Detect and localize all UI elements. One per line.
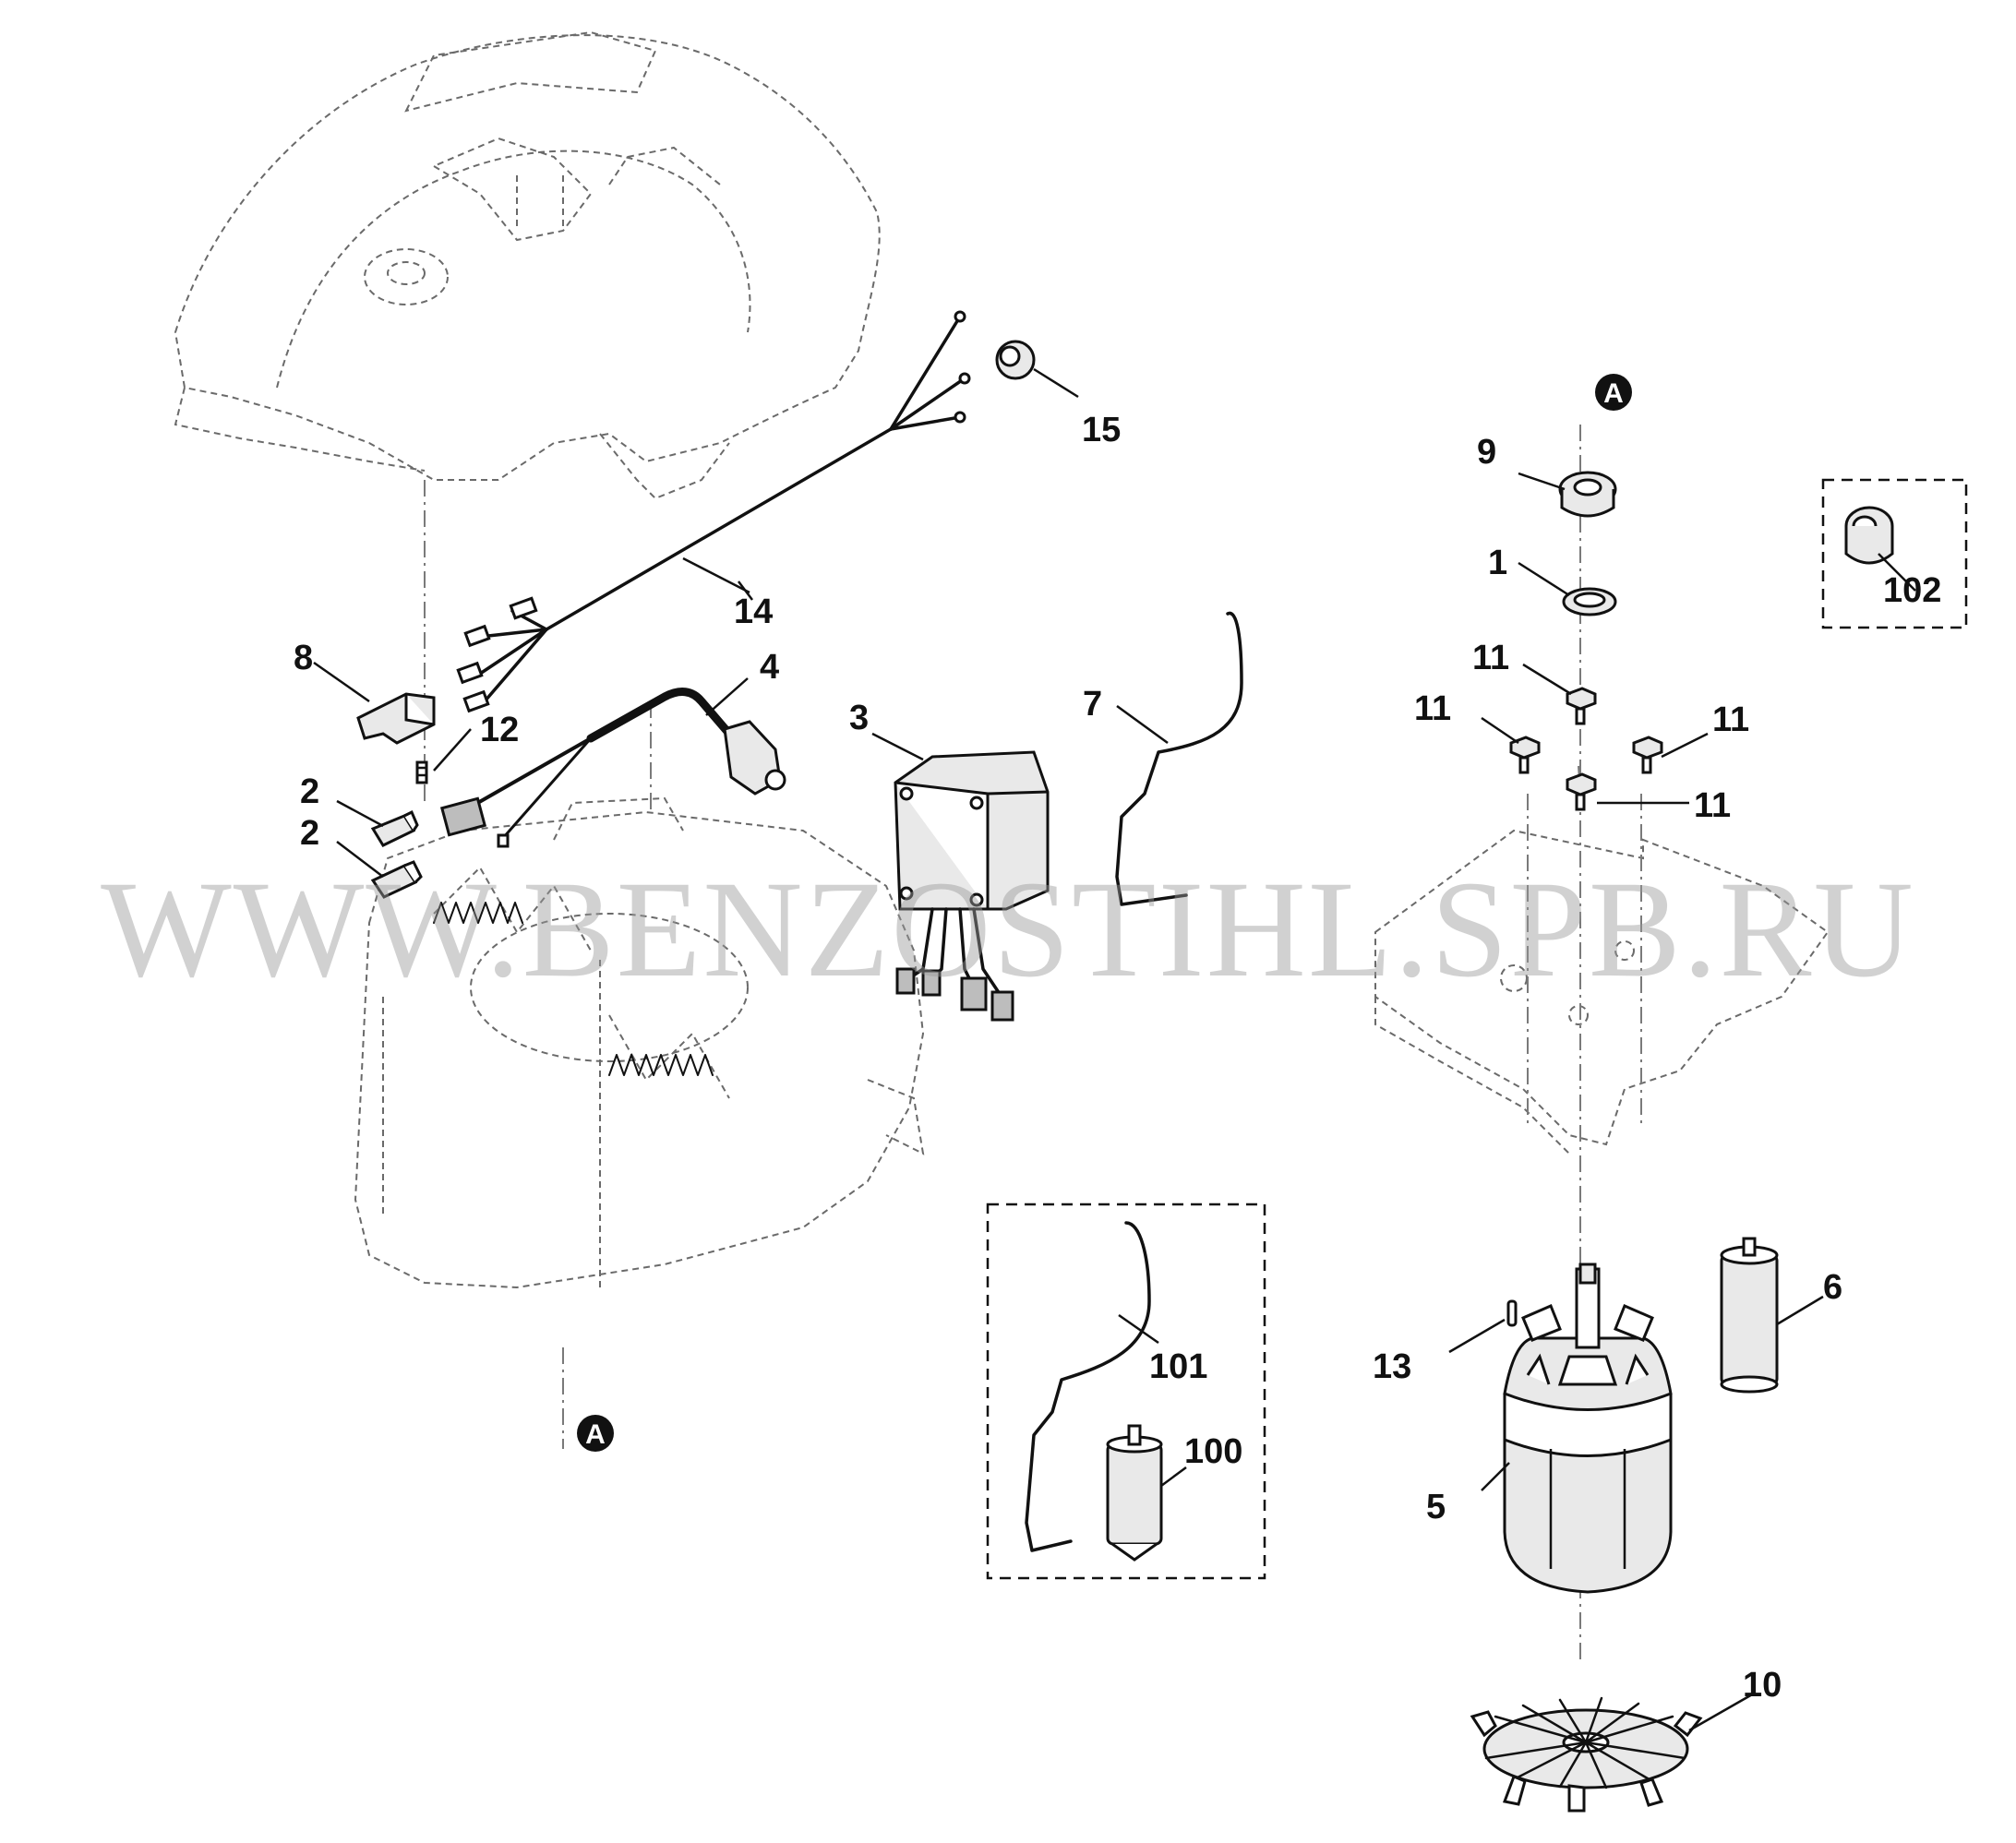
callout-15: 15 <box>1082 411 1121 449</box>
housing-fins <box>433 902 714 1076</box>
callout-9: 9 <box>1477 433 1496 472</box>
leader-lines <box>313 367 1916 1732</box>
part-13-pin <box>1506 1299 1518 1327</box>
part-4-power-cable <box>439 688 786 848</box>
part-11-bolt-d <box>1566 772 1597 811</box>
part-11-bolt-a <box>1566 687 1597 725</box>
reference-marker-a-bottom: A <box>577 1415 614 1452</box>
callout-12: 12 <box>480 711 519 749</box>
group-box-102 <box>1821 478 1968 629</box>
callout-11b: 11 <box>1414 689 1451 728</box>
callout-3: 3 <box>849 699 869 737</box>
part-11-bolt-b <box>1509 736 1541 774</box>
callout-11a: 11 <box>1472 639 1509 677</box>
callout-11d: 11 <box>1694 786 1731 825</box>
callout-5: 5 <box>1426 1488 1446 1526</box>
part-11-bolt-c <box>1632 736 1663 774</box>
callout-numbers: 15 14 8 4 12 2 2 3 7 9 1 11 11 11 11 102… <box>294 411 1941 1705</box>
callout-100: 100 <box>1184 1432 1242 1471</box>
reference-marker-a-top: A <box>1595 374 1632 411</box>
callout-2b: 2 <box>300 814 319 853</box>
part-102-bushing <box>1844 506 1894 565</box>
callout-8: 8 <box>294 639 313 677</box>
callout-4: 4 <box>760 648 779 687</box>
svg-text:A: A <box>1603 378 1624 409</box>
callout-13: 13 <box>1373 1347 1411 1386</box>
callout-1: 1 <box>1488 544 1507 582</box>
callout-10: 10 <box>1743 1666 1782 1705</box>
callout-102: 102 <box>1883 571 1941 610</box>
part-5-motor <box>1503 1263 1673 1594</box>
housing-cover-ghost <box>174 30 881 500</box>
part-12-screw <box>415 760 428 784</box>
part-100-capacitor <box>1106 1424 1163 1562</box>
callout-2a: 2 <box>300 772 319 811</box>
part-15-bushing <box>995 340 1036 380</box>
part-8-bracket <box>356 692 436 745</box>
watermark: WWW.BENZOSTIHL.SPB.RU <box>101 853 1915 1006</box>
part-101-wire-bracket <box>1025 1221 1151 1552</box>
part-10-fan <box>1470 1696 1703 1813</box>
axis-lines <box>424 425 1642 1661</box>
part-14-wiring-harness <box>456 310 971 713</box>
group-box-100-101 <box>986 1203 1266 1580</box>
part-2-switch-a <box>370 809 419 847</box>
part-9-bushing <box>1558 471 1617 518</box>
callout-11c: 11 <box>1712 700 1749 739</box>
part-6-capacitor <box>1720 1237 1779 1394</box>
callout-6: 6 <box>1823 1268 1842 1307</box>
callout-101: 101 <box>1149 1347 1207 1386</box>
part-3-junction-box <box>894 750 1050 1022</box>
part-2-switch-b <box>370 860 423 899</box>
part-1-washer <box>1562 587 1617 616</box>
part-7-wire-bracket <box>1115 611 1243 906</box>
callout-7: 7 <box>1083 685 1102 724</box>
svg-text:A: A <box>585 1419 606 1450</box>
motor-housing-ghost <box>354 796 925 1292</box>
callout-14: 14 <box>734 592 773 631</box>
